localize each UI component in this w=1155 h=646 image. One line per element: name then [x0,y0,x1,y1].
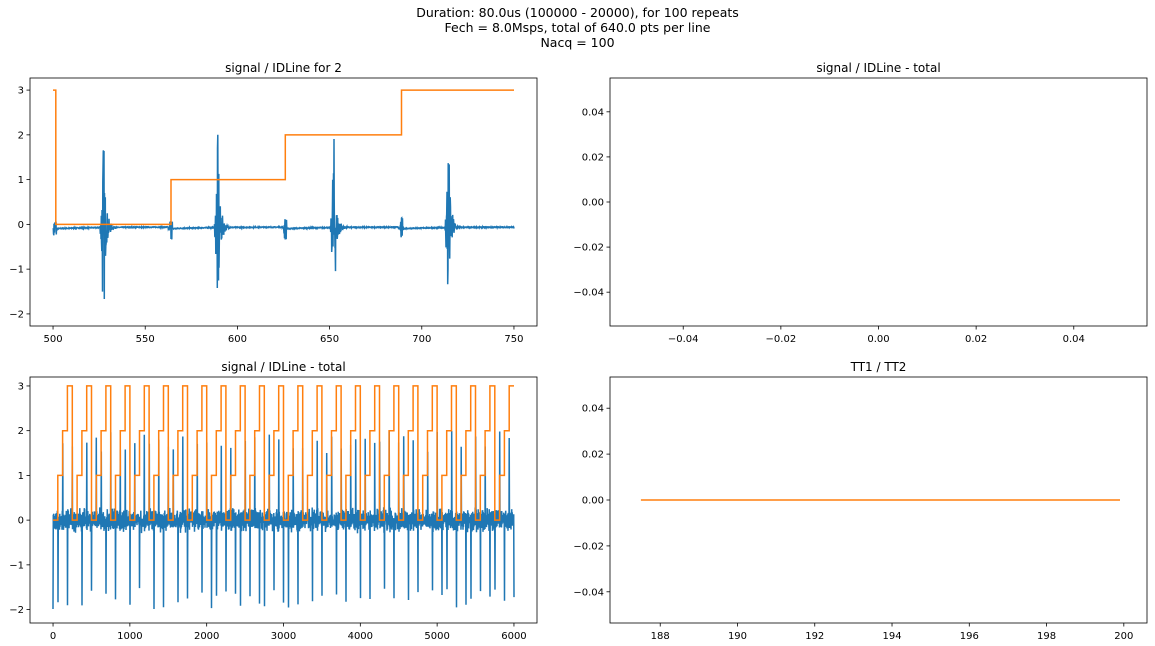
suptitle-line-2: Fech = 8.0Msps, total of 640.0 pts per l… [444,20,711,35]
x-tick-label: 192 [805,631,824,642]
y-tick-label: −0.04 [573,288,604,299]
subplot-title: TT1 / TT2 [850,360,907,374]
subplot-2: signal / IDLine - total −0.04 −0.02 0.00 0.0… [573,61,1148,345]
y-tick-label: −1 [9,560,24,571]
y-tick-label: 0.04 [582,107,604,118]
x-tick-label: 5000 [424,631,449,642]
axes-frame [609,77,1148,327]
x-tick-label: 194 [882,631,901,642]
x-tick-label: 650 [320,334,339,345]
x-tick-label: 550 [136,334,155,345]
x-tick-label: 4000 [348,631,373,642]
y-tick-label: 0.04 [582,404,604,415]
y-tick-label: −0.04 [573,587,604,598]
x-tick-label: 200 [1114,631,1133,642]
plot-area [52,89,515,300]
x-tick-label: 198 [1037,631,1056,642]
y-tick-label: 0.02 [582,450,604,461]
y-tick-label: −0.02 [573,541,604,552]
y-tick-label: 0.00 [582,198,604,209]
y-tick-label: −2 [9,309,24,320]
x-tick-label: 0.02 [965,334,987,345]
x-tick-label: 0.04 [1063,334,1085,345]
subplot-3: signal / IDLine - total 0 1000 2000 3000 4000… [9,360,538,642]
subplot-title: signal / IDLine - total [221,360,345,374]
y-tick-label: 1 [18,175,24,186]
x-tick-label: 196 [960,631,979,642]
y-tick-label: 2 [18,426,24,437]
y-tick-label: 3 [18,381,24,392]
x-tick-label: 0.00 [867,334,889,345]
y-tick-label: 2 [18,130,24,141]
y-tick-label: 0 [18,220,24,231]
suptitle-line-3: Nacq = 100 [540,35,615,50]
x-tick-label: 750 [504,334,523,345]
x-tick-label: 2000 [194,631,219,642]
x-tick-label: 3000 [271,631,296,642]
idline-step [53,89,514,226]
subplot-4: TT1 / TT2 188 190 192 194 196 198 200 −0.04 −0.02… [573,360,1148,642]
x-tick-label: 600 [228,334,247,345]
axes-frame [29,77,538,327]
x-tick-label: 500 [43,334,62,345]
y-tick-label: −1 [9,265,24,276]
x-tick-label: −0.02 [766,334,797,345]
subplot-title: signal / IDLine - total [816,61,940,75]
y-tick-label: −0.02 [573,243,604,254]
x-tick-label: −0.04 [668,334,699,345]
plot-area [52,385,515,610]
x-tick-label: 190 [728,631,747,642]
y-tick-label: 0 [18,516,24,527]
y-tick-label: 0.02 [582,152,604,163]
subplot-title: signal / IDLine for 2 [225,61,342,75]
x-tick-label: 700 [412,334,431,345]
y-tick-label: −2 [9,605,24,616]
x-tick-label: 6000 [501,631,526,642]
y-tick-label: 1 [18,471,24,482]
signal-line [52,134,515,300]
x-tick-label: 188 [651,631,670,642]
suptitle-line-1: Duration: 80.0us (100000 - 20000), for 1… [416,5,739,20]
subplot-1: signal / IDLine for 2 500 550 600 650 700 750 −… [9,61,538,345]
x-tick-label: 0 [50,631,56,642]
idline-step [53,385,514,521]
x-tick-label: 1000 [117,631,142,642]
y-tick-label: 0.00 [582,496,604,507]
y-tick-label: 3 [18,86,24,97]
